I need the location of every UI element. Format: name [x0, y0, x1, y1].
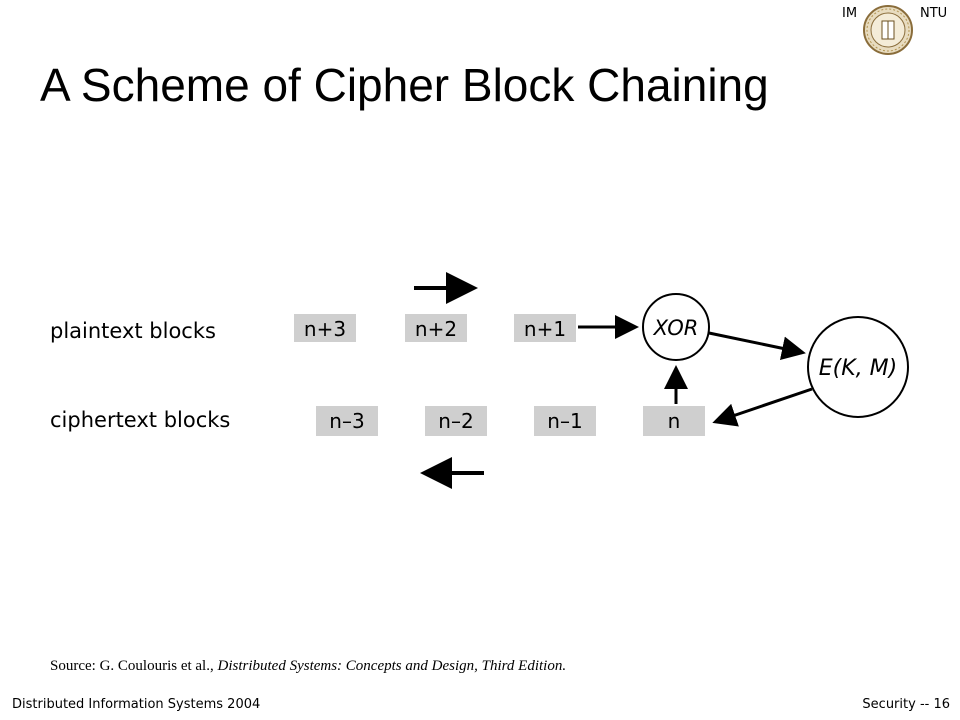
xor-label: XOR: [653, 316, 699, 340]
encrypt-node: E(K, M): [807, 316, 909, 418]
ciphertext-block-label: n–2: [438, 409, 473, 433]
encrypt-label: E(K, M): [819, 356, 897, 381]
slide-title: A Scheme of Cipher Block Chaining: [40, 59, 769, 111]
ciphertext-block: n–3: [316, 406, 378, 436]
plaintext-block: n+1: [514, 314, 576, 342]
ciphertext-block-label: n–3: [329, 409, 364, 433]
xor-to-encrypt-arrow: [708, 331, 806, 361]
source-work-title: Distributed Systems: Concepts and Design…: [217, 658, 567, 674]
plaintext-block: n+3: [294, 314, 356, 342]
plaintext-block-label: n+2: [415, 317, 457, 341]
source-prefix: Source: G. Coulouris et al.,: [50, 658, 218, 674]
plaintext-block: n+2: [405, 314, 467, 342]
plaintext-row-label: plaintext blocks: [50, 319, 216, 343]
footer-course-name: Distributed Information Systems 2004: [12, 697, 261, 712]
header-im-tag: IM: [842, 6, 858, 21]
xor-node: XOR: [642, 293, 710, 361]
ciphertext-block: n: [643, 406, 705, 436]
footer-page-number: Security -- 16: [862, 697, 950, 712]
header-ntu-tag: NTU: [920, 6, 948, 21]
ciphertext-block: n–1: [534, 406, 596, 436]
source-citation: Source: G. Coulouris et al., Distributed…: [50, 658, 566, 675]
ciphertext-block: n–2: [425, 406, 487, 436]
plaintext-block-label: n+3: [304, 317, 346, 341]
ciphertext-row-label: ciphertext blocks: [50, 408, 230, 432]
plaintext-block-label: n+1: [524, 317, 566, 341]
ciphertext-block-label: n: [668, 409, 681, 433]
university-seal-icon: [863, 5, 913, 55]
ciphertext-block-label: n–1: [547, 409, 582, 433]
encrypt-to-ciphertext-arrow: [712, 387, 813, 427]
